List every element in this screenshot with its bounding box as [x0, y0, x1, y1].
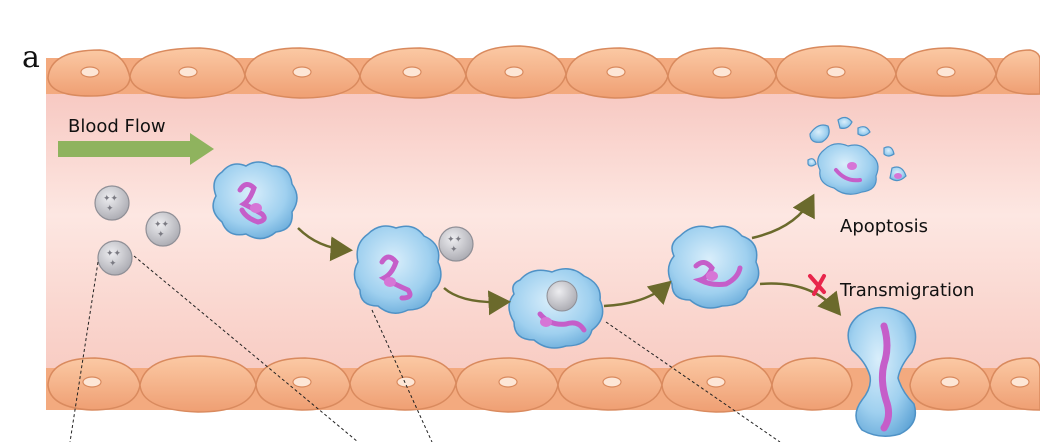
cell-path-arrows [297, 193, 842, 316]
transmigration-label: Transmigration [840, 280, 975, 301]
nanoparticle-group [94, 185, 474, 276]
neutrophil-cell [212, 161, 298, 240]
svg-text:✦✦: ✦✦ [103, 194, 119, 204]
path-arrow [297, 227, 353, 262]
svg-text:✦: ✦ [157, 230, 165, 240]
svg-text:✦: ✦ [109, 259, 117, 269]
path-arrow [603, 280, 672, 308]
transmigrating-cell [847, 306, 917, 437]
path-arrow [759, 282, 842, 316]
right-arrow-icon [58, 133, 214, 165]
leader-line [605, 321, 781, 442]
neutrophil-cell [508, 268, 604, 349]
svg-text:✦: ✦ [106, 204, 114, 214]
path-arrow [751, 193, 815, 240]
nanoparticle-payload: ✦✦✦ ✦✦✦ ✦✦✦ ✦✦✦ [103, 194, 463, 269]
apoptosis-label: Apoptosis [840, 216, 929, 237]
nanoparticle [145, 211, 181, 247]
svg-text:✦✦: ✦✦ [154, 220, 170, 230]
svg-text:✦: ✦ [450, 245, 458, 255]
cross-mark-icon [808, 274, 826, 296]
path-arrow [443, 287, 511, 316]
endothelium-top [46, 45, 1040, 99]
leader-line [371, 309, 433, 442]
neutrophil-cell [667, 225, 760, 309]
leader-line [69, 261, 99, 442]
blood-flow-label: Blood Flow [68, 116, 166, 137]
neutrophil-cell [353, 225, 442, 314]
leader-line [133, 255, 359, 442]
svg-text:✦✦: ✦✦ [106, 249, 122, 259]
nanoparticle [94, 185, 130, 221]
panel-letter: a [22, 40, 40, 75]
leader-lines [69, 255, 781, 442]
nanoparticle [97, 240, 133, 276]
apoptotic-cell [807, 116, 907, 195]
svg-text:✦✦: ✦✦ [447, 235, 463, 245]
nanoparticle [438, 226, 474, 262]
apoptotic-nucleus [834, 162, 902, 183]
